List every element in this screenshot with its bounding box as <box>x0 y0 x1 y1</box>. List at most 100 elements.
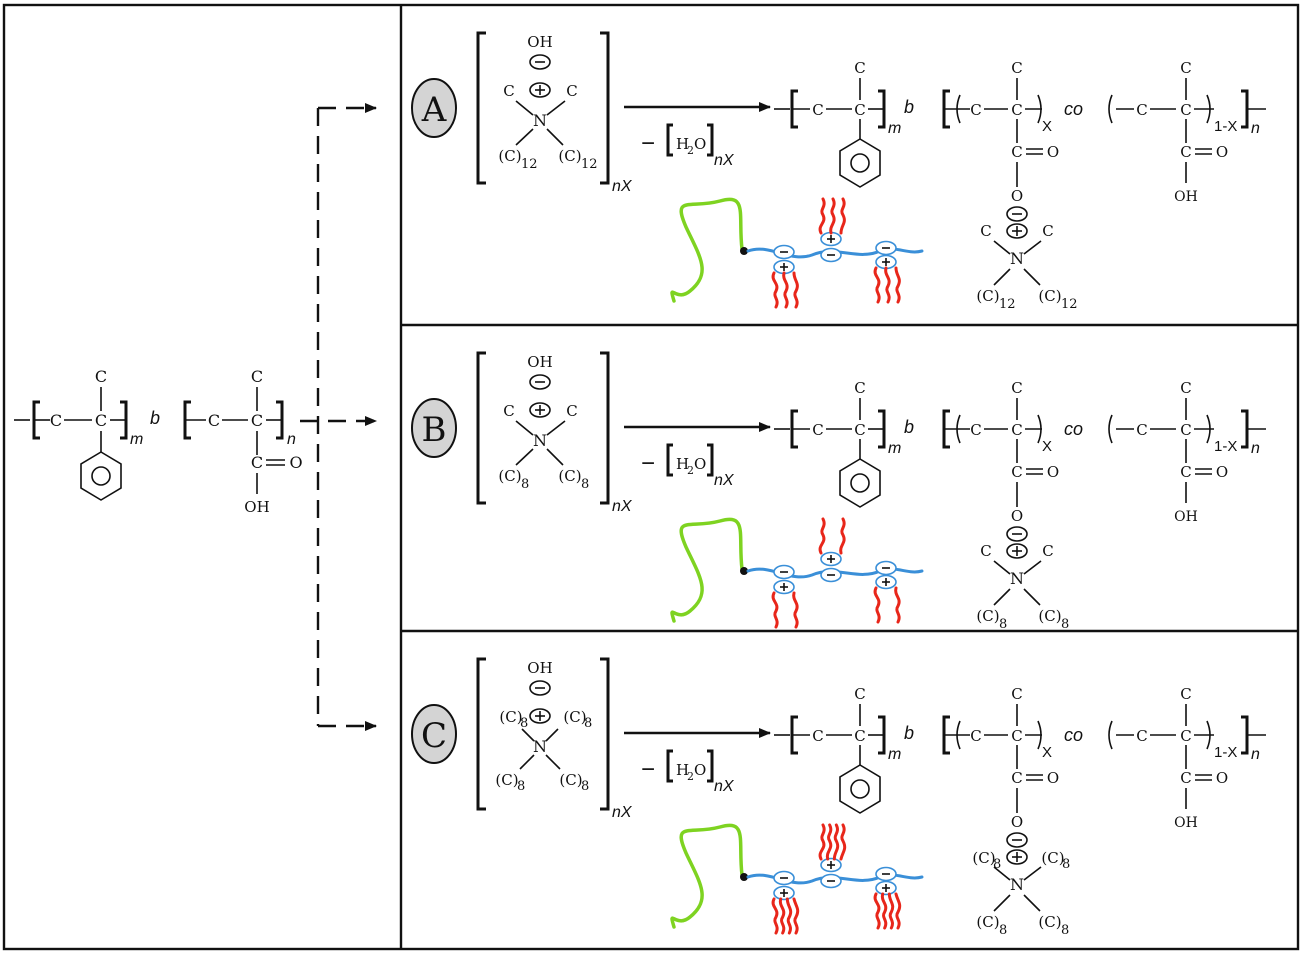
product-block-separator: b <box>904 97 914 117</box>
product-subscript-m: m <box>888 440 901 457</box>
product-carbon-2: C <box>854 101 865 119</box>
product-methyl-1: C <box>854 685 865 703</box>
product-carbon-4: C <box>1011 727 1022 745</box>
salt-anion: OH <box>527 353 552 371</box>
product-acid-hydroxyl: OH <box>1174 189 1198 205</box>
product-carbon-5: C <box>1136 727 1147 745</box>
minus-sign: − <box>641 130 655 157</box>
alkyl-tail <box>873 586 881 624</box>
product-methyl-2: C <box>1011 379 1022 397</box>
product-one-minus-x: 1-X <box>1214 438 1237 455</box>
alkyl-tail <box>825 823 833 861</box>
salt-tail-left: (C) <box>498 147 521 165</box>
water-o: O <box>694 761 706 779</box>
panel-label-badge <box>411 704 457 764</box>
product-ester-carbonyl-carbon: C <box>1011 769 1022 787</box>
panel-label: C <box>421 716 447 756</box>
water-equiv: nX <box>714 778 735 795</box>
anion-bead <box>820 873 842 889</box>
salt-methyl-right: C <box>566 82 577 100</box>
alkyl-tail <box>887 892 895 930</box>
product-ester-carbonyl-carbon: C <box>1011 463 1022 481</box>
cation-bead <box>818 197 846 247</box>
alkyl-tail <box>818 823 826 861</box>
water-sub: 2 <box>687 770 694 783</box>
alkyl-tail <box>782 271 789 309</box>
start-carbon-2: C <box>95 411 107 430</box>
product-carbon-1: C <box>812 421 823 439</box>
product-co: co <box>1064 419 1083 439</box>
product-carbon-5: C <box>1136 421 1147 439</box>
product-acid-carbonyl-carbon: C <box>1180 143 1191 161</box>
salt-arm-top-left-sub: 8 <box>520 716 528 731</box>
product-x: X <box>1042 118 1052 135</box>
salt-tail-right: (C) <box>558 147 581 165</box>
anion-bead <box>875 240 897 256</box>
product-acid-oxygen: O <box>1216 143 1228 161</box>
product-methyl-2: C <box>1011 685 1022 703</box>
alkyl-tail <box>873 266 881 304</box>
start-carbon-3: C <box>208 411 220 430</box>
alkyl-tail <box>771 271 779 309</box>
product-acid-carbonyl-carbon: C <box>1180 769 1191 787</box>
product-acid-hydroxyl: OH <box>1174 815 1198 831</box>
block-junction <box>740 873 748 881</box>
product-tail-left: (C) <box>976 913 999 931</box>
product-tail-left-sub: 12 <box>999 297 1016 312</box>
cation-bead <box>873 880 902 930</box>
product-cation-charge <box>1006 849 1028 865</box>
product-methyl-1: C <box>854 379 865 397</box>
product-nitrogen: N <box>1010 569 1024 588</box>
alkyl-tail <box>778 897 786 935</box>
water-o: O <box>694 455 706 473</box>
product-one-minus-x: 1-X <box>1214 744 1237 761</box>
product-block-separator: b <box>904 723 914 743</box>
product-subscript-m: m <box>888 746 901 763</box>
cation-bead <box>873 254 901 304</box>
minus-sign: − <box>641 756 655 783</box>
product-carbon-2: C <box>854 727 865 745</box>
neutral-block-chain <box>670 197 744 303</box>
anion-bead <box>820 247 842 263</box>
product-anion-charge <box>1006 526 1028 542</box>
cation-bead <box>818 823 847 873</box>
cation-charge <box>529 82 551 98</box>
product-carbon-3: C <box>970 727 981 745</box>
product-methyl-left: C <box>980 222 991 240</box>
cation-bead <box>818 517 846 567</box>
outer-frame <box>2 3 1300 951</box>
anion-bead <box>773 244 795 260</box>
product-arm-top-right: (C) <box>1041 849 1064 867</box>
product-anion-charge <box>1006 832 1028 848</box>
alkyl-tail <box>771 591 779 629</box>
product-tail-right: (C) <box>1038 913 1061 931</box>
product-methyl-2: C <box>1011 59 1022 77</box>
alkyl-tail <box>839 823 847 861</box>
product-tail-right: (C) <box>1038 607 1061 625</box>
product-carboxylate-oxygen: O <box>1011 507 1023 525</box>
product-x: X <box>1042 744 1052 761</box>
start-carbonyl-oxygen: O <box>289 453 302 472</box>
salt-methyl-right: C <box>566 402 577 420</box>
product-carbon-2: C <box>854 421 865 439</box>
polymer-cartoon <box>670 517 924 629</box>
salt-arm-bottom-right: (C) <box>559 771 582 789</box>
product-nitrogen: N <box>1010 249 1024 268</box>
product-co: co <box>1064 99 1083 119</box>
salt-equiv: nX <box>612 178 633 195</box>
product-subscript-m: m <box>888 120 901 137</box>
salt-methyl-left: C <box>503 82 514 100</box>
alkyl-tail <box>873 892 881 930</box>
salt-tail-left-sub: 8 <box>521 477 529 492</box>
alkyl-tail <box>894 266 901 304</box>
alkyl-tail <box>894 586 901 624</box>
